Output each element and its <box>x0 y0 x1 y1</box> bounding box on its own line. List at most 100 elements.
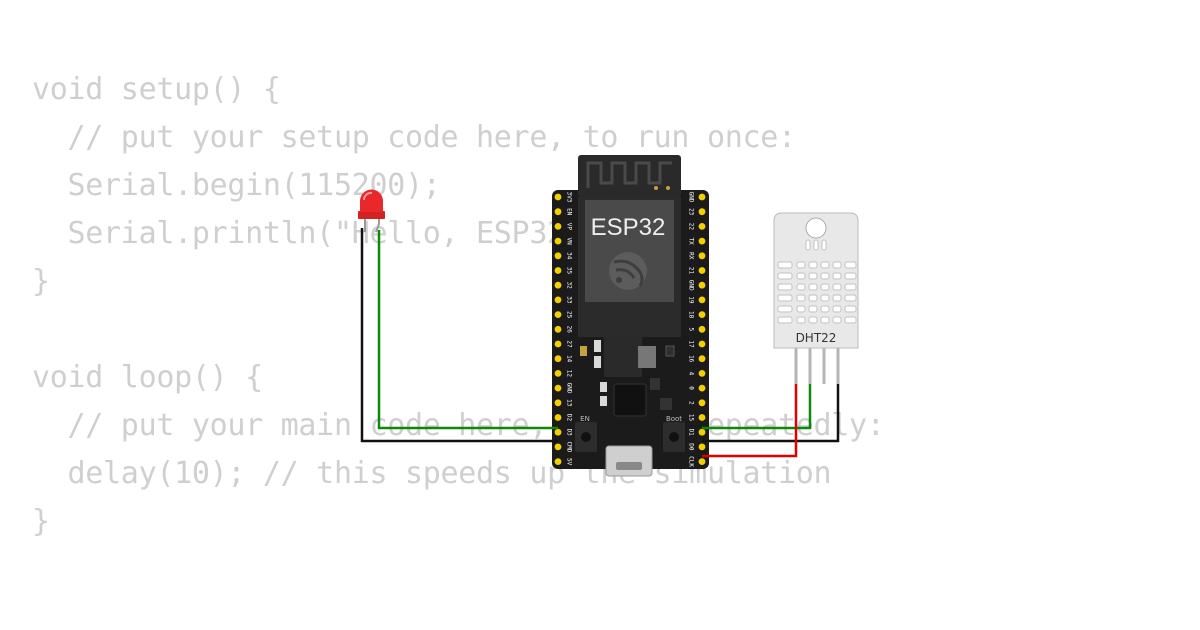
vent-slot <box>832 294 842 302</box>
header-pin[interactable] <box>698 458 706 465</box>
header-pin[interactable] <box>554 237 562 245</box>
pin-label: 18 <box>688 311 695 319</box>
led-base <box>358 211 385 219</box>
pin-label: 14 <box>566 355 573 363</box>
header-pin[interactable] <box>698 399 706 407</box>
header-pin[interactable] <box>554 399 562 407</box>
header-pin[interactable] <box>554 208 562 216</box>
vent-slot <box>777 283 793 291</box>
pin-label: 0 <box>688 386 695 390</box>
antenna-area <box>578 155 681 197</box>
red-led[interactable] <box>358 189 385 233</box>
header-pin[interactable] <box>554 193 562 201</box>
vent-slot <box>813 239 819 251</box>
micro-usb-port[interactable] <box>605 445 653 477</box>
pin-label: VP <box>566 223 573 231</box>
header-pin[interactable] <box>554 252 562 260</box>
vent-slot <box>844 283 857 291</box>
header-pin[interactable] <box>698 370 706 377</box>
pin-label: 21 <box>688 267 695 275</box>
vent-slot <box>832 272 842 280</box>
vent-slot <box>832 261 842 269</box>
led-anode-wire[interactable] <box>377 230 558 430</box>
header-pin[interactable] <box>698 296 706 304</box>
pin-label: GND <box>566 383 573 394</box>
regulator-tab <box>638 346 656 368</box>
header-pin[interactable] <box>554 340 562 348</box>
dht-gnd-wire[interactable] <box>702 382 840 443</box>
esp32-devkit-board[interactable]: ESP32 EN Boot 3V3ENVPVN34353233252627141… <box>552 155 709 477</box>
smd-component <box>594 356 601 368</box>
pin-label: EN <box>566 208 573 216</box>
vent-slot <box>820 305 830 313</box>
header-pin[interactable] <box>698 443 706 451</box>
header-pin[interactable] <box>698 384 706 392</box>
smd-component <box>660 398 672 410</box>
header-pin[interactable] <box>554 267 562 274</box>
dht-mount-hole <box>805 217 827 239</box>
dht-vcc-wire[interactable] <box>702 382 798 458</box>
header-pin[interactable] <box>698 208 706 216</box>
pin-label: GND <box>688 192 695 203</box>
header-pin[interactable] <box>554 325 562 333</box>
header-pin[interactable] <box>698 267 706 274</box>
header-pin[interactable] <box>554 370 562 377</box>
header-pin[interactable] <box>698 223 706 230</box>
header-pin[interactable] <box>554 355 562 363</box>
header-pin[interactable] <box>554 384 562 392</box>
vent-slot <box>844 261 857 269</box>
pin-label: 25 <box>566 311 573 319</box>
code-line: void setup() { <box>32 72 281 107</box>
vent-slot <box>796 283 806 291</box>
pin-label: 26 <box>566 326 573 334</box>
code-line: // put your setup code here, to run once… <box>32 120 797 155</box>
dht-data-wire[interactable] <box>702 382 812 430</box>
header-pin[interactable] <box>698 325 706 333</box>
usb-socket <box>616 462 642 470</box>
header-pin[interactable] <box>698 355 706 363</box>
header-pin[interactable] <box>698 414 706 421</box>
pin-label: 19 <box>688 296 695 304</box>
header-pin[interactable] <box>698 340 706 348</box>
pin-label: 5V <box>566 458 573 466</box>
vent-slot <box>805 239 811 251</box>
smd-component <box>594 340 601 352</box>
pin-label: 4 <box>688 372 695 376</box>
header-pin[interactable] <box>698 311 706 318</box>
pin-label: 35 <box>566 267 573 275</box>
header-pin[interactable] <box>554 458 562 465</box>
code-line: } <box>32 264 50 299</box>
pin-label: 27 <box>566 340 573 348</box>
pin-label: VN <box>566 237 573 245</box>
vent-slot <box>808 272 818 280</box>
antenna-trace-icon <box>586 161 672 188</box>
vent-slot <box>777 272 793 280</box>
header-pin[interactable] <box>554 223 562 230</box>
header-pin[interactable] <box>554 296 562 304</box>
pin-label: 22 <box>688 223 695 231</box>
led-cathode-wire[interactable] <box>360 228 558 443</box>
dht22-sensor[interactable]: DHT22 <box>773 212 859 384</box>
vent-slot <box>796 294 806 302</box>
pin-label: GND <box>688 280 695 291</box>
header-pin[interactable] <box>698 281 706 289</box>
header-pin[interactable] <box>554 443 562 451</box>
dht-label: DHT22 <box>796 331 837 345</box>
header-pin[interactable] <box>698 193 706 201</box>
vent-slot <box>796 305 806 313</box>
vent-slot <box>808 261 818 269</box>
header-pin[interactable] <box>554 428 562 436</box>
vent-slot <box>832 283 842 291</box>
vent-slot <box>820 294 830 302</box>
header-pin[interactable] <box>698 237 706 245</box>
pin-label: 32 <box>566 282 573 290</box>
header-pin[interactable] <box>554 414 562 421</box>
header-pin[interactable] <box>554 311 562 318</box>
header-pin[interactable] <box>698 252 706 260</box>
header-pin[interactable] <box>554 281 562 289</box>
header-pin[interactable] <box>698 428 706 436</box>
code-line: void loop() { <box>32 360 263 395</box>
left-pin-header: 3V3ENVPVN343532332526271412GND13D2D3CMD5… <box>554 192 573 466</box>
